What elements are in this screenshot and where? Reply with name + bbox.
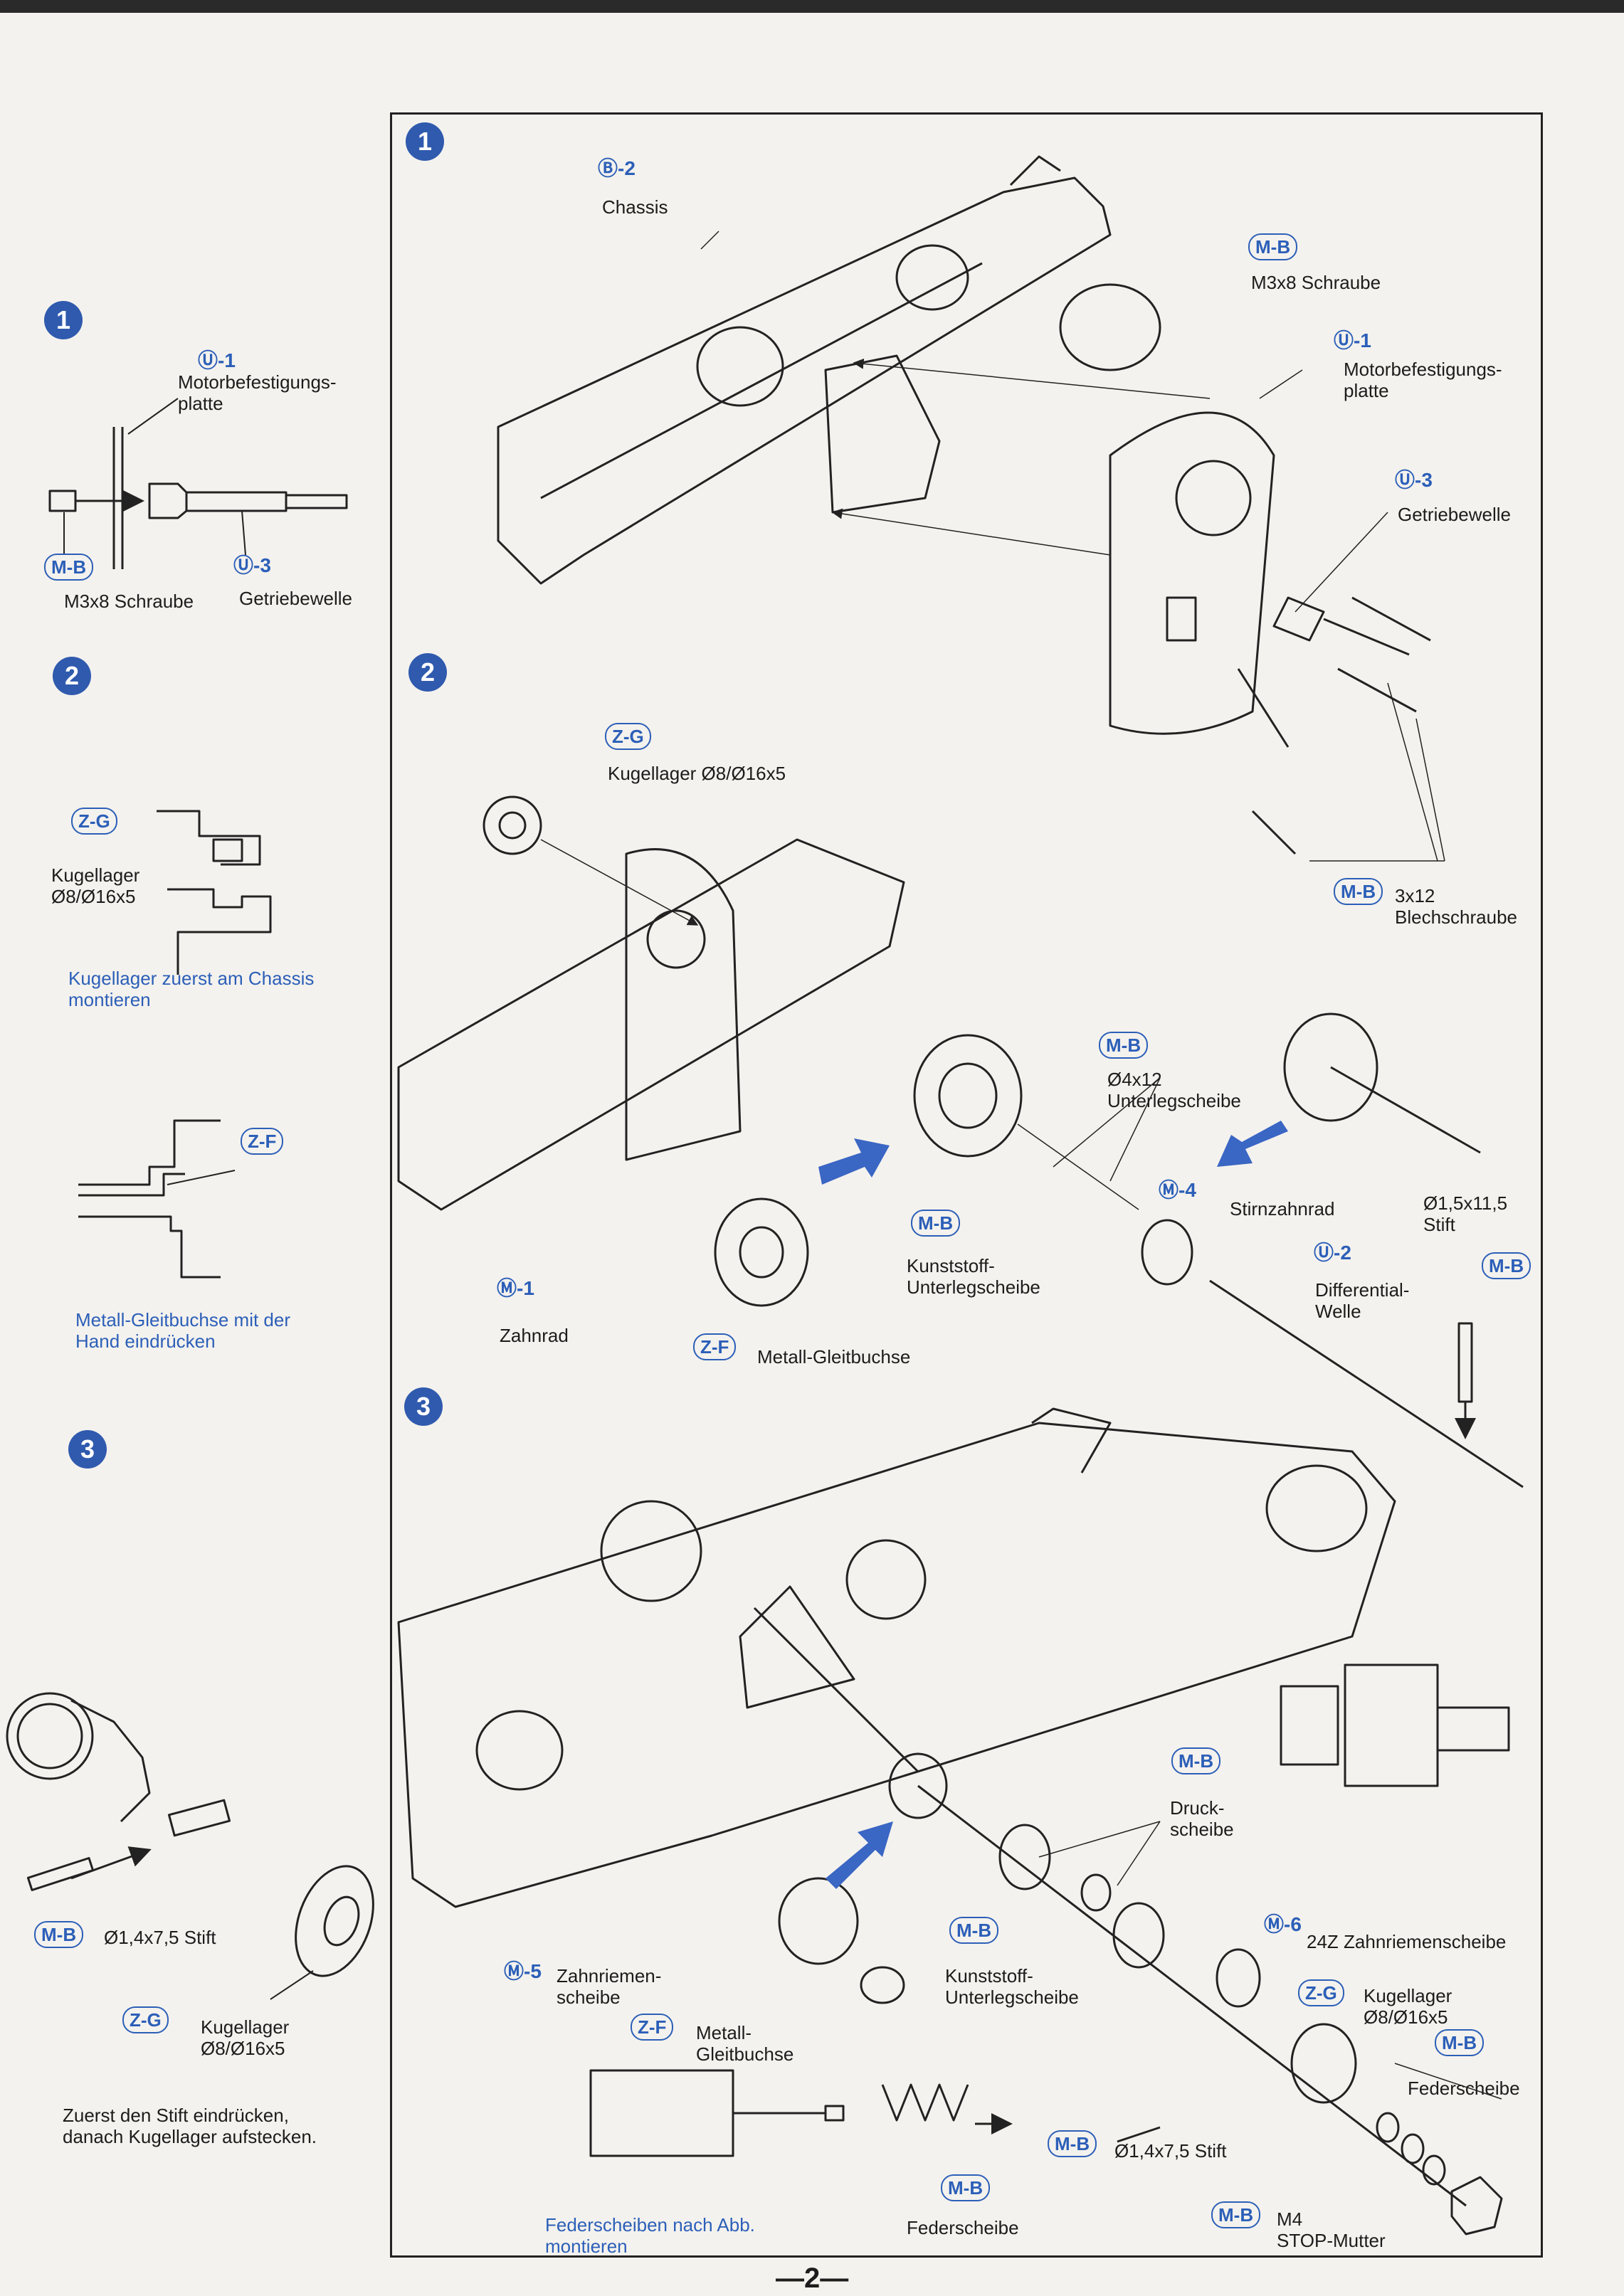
main-step3-badge: 3 — [404, 1387, 443, 1426]
sidebar-bearing-code: Z-G — [71, 808, 117, 835]
main-plate-name: Motorbefestigungs- platte — [1344, 359, 1502, 401]
bearing3-name: Kugellager Ø8/Ø16x5 — [1364, 1985, 1452, 2028]
thrust-name: Druck- scheibe — [1170, 1797, 1234, 1840]
bushing3-code: Z-F — [631, 2014, 674, 2041]
main-bearing-name: Kugellager Ø8/Ø16x5 — [608, 763, 786, 784]
main-shaft-code: Ⓤ-3 — [1395, 469, 1433, 491]
spring2-code: M-B — [941, 2174, 991, 2201]
spring-code: M-B — [1435, 2029, 1485, 2056]
main-bearing-code: Z-G — [605, 723, 651, 750]
main-step2-drawing — [397, 795, 1524, 1488]
pulley24-name: 24Z Zahnriemenscheibe — [1307, 1931, 1507, 1952]
chassis-code: Ⓑ-2 — [598, 157, 636, 179]
gear-name: Zahnrad — [500, 1325, 569, 1346]
sidebar-step2-drawing — [78, 810, 272, 1279]
bushing3-name: Metall- Gleitbuchse — [696, 2022, 794, 2065]
sidebar-note-pin: Zuerst den Stift eindrücken, danach Kuge… — [63, 2105, 317, 2147]
plastic-washer3-name: Kunststoff- Unterlegscheibe — [945, 1965, 1079, 2008]
plastic-washer3-code: M-B — [949, 1917, 999, 1944]
sidebar-bearing3-name: Kugellager Ø8/Ø16x5 — [201, 2016, 290, 2059]
sidebar-pin-name: Ø1,4x7,5 Stift — [104, 1927, 216, 1948]
spring2-name: Federscheibe — [907, 2217, 1019, 2238]
sidebar-screw-code: M-B — [44, 554, 94, 581]
plastic-washer-code: M-B — [911, 1210, 961, 1237]
spur-code: Ⓜ-4 — [1159, 1179, 1196, 1201]
chassis-name: Chassis — [602, 196, 668, 218]
main-shaft-name: Getriebewelle — [1398, 504, 1511, 525]
spring-name: Federscheibe — [1408, 2078, 1520, 2099]
sidebar-bearing-name: Kugellager Ø8/Ø16x5 — [51, 864, 140, 907]
sheet-screw-name: 3x12 Blechschraube — [1395, 885, 1517, 928]
page-number: —2— — [776, 2263, 849, 2294]
sidebar-step3-drawing — [6, 1692, 374, 2000]
sidebar-bushing-code: Z-F — [241, 1128, 284, 1155]
sidebar-step2-badge: 2 — [53, 657, 91, 695]
washer-name: Ø4x12 Unterlegscheibe — [1107, 1069, 1241, 1111]
nut-name: M4 STOP-Mutter — [1277, 2208, 1386, 2251]
gear-code: Ⓜ-1 — [497, 1277, 534, 1299]
bearing3-code: Z-G — [1298, 1979, 1344, 2006]
spur-name: Stirnzahnrad — [1230, 1198, 1335, 1220]
pulley-name: Zahnriemen- scheibe — [557, 1965, 662, 2008]
spring-note: Federscheiben nach Abb. montieren — [545, 2214, 755, 2257]
sidebar-step1-drawing — [48, 398, 348, 569]
main-step1-badge: 1 — [406, 122, 444, 161]
diff-code: Ⓤ-2 — [1314, 1242, 1351, 1264]
pulley-code: Ⓜ-5 — [504, 1960, 542, 1982]
pin-name: Ø1,5x11,5 Stift — [1423, 1192, 1508, 1235]
main-screw-name: M3x8 Schraube — [1251, 272, 1381, 293]
thrust-code: M-B — [1171, 1747, 1221, 1774]
blue-arrows — [818, 1121, 1288, 1889]
main-step1-drawing — [497, 155, 1445, 862]
sheet-screw-code: M-B — [1334, 878, 1383, 905]
main-plate-code: Ⓤ-1 — [1334, 329, 1371, 351]
pulley24-code: Ⓜ-6 — [1264, 1913, 1302, 1935]
main-screw-code: M-B — [1248, 233, 1298, 260]
main-step3-drawing — [397, 1407, 1510, 2236]
main-illustration-frame — [390, 112, 1543, 2258]
sidebar-plate-name: Motorbefestigungs- platte — [178, 371, 337, 414]
pin3-code: M-B — [1048, 2130, 1097, 2157]
sidebar-plate-code: Ⓤ-1 — [198, 349, 236, 371]
main-step2-badge: 2 — [408, 653, 447, 692]
sidebar-note-bearing: Kugellager zuerst am Chassis montieren — [68, 968, 315, 1010]
sidebar-step1-badge: 1 — [44, 301, 83, 339]
diff-pin-code: M-B — [1482, 1252, 1531, 1279]
washer-code: M-B — [1099, 1032, 1149, 1059]
nut-code: M-B — [1211, 2201, 1261, 2228]
bushing-name: Metall-Gleitbuchse — [757, 1346, 911, 1367]
bushing-code: Z-F — [693, 1333, 737, 1360]
sidebar-screw-name: M3x8 Schraube — [64, 591, 194, 612]
top-edge-band — [0, 0, 1624, 13]
sidebar-pin-code: M-B — [34, 1921, 84, 1948]
sidebar-step3-badge: 3 — [68, 1430, 107, 1469]
diff-name: Differential- Welle — [1315, 1279, 1410, 1322]
sidebar-note-bushing: Metall-Gleitbuchse mit der Hand eindrück… — [75, 1309, 290, 1352]
sidebar-bearing3-code: Z-G — [122, 2006, 169, 2033]
plastic-washer-name: Kunststoff- Unterlegscheibe — [907, 1255, 1040, 1298]
pin3-name: Ø1,4x7,5 Stift — [1114, 2140, 1227, 2162]
sidebar-shaft-code: Ⓤ-3 — [233, 554, 271, 576]
sidebar-shaft-name: Getriebewelle — [239, 588, 352, 609]
